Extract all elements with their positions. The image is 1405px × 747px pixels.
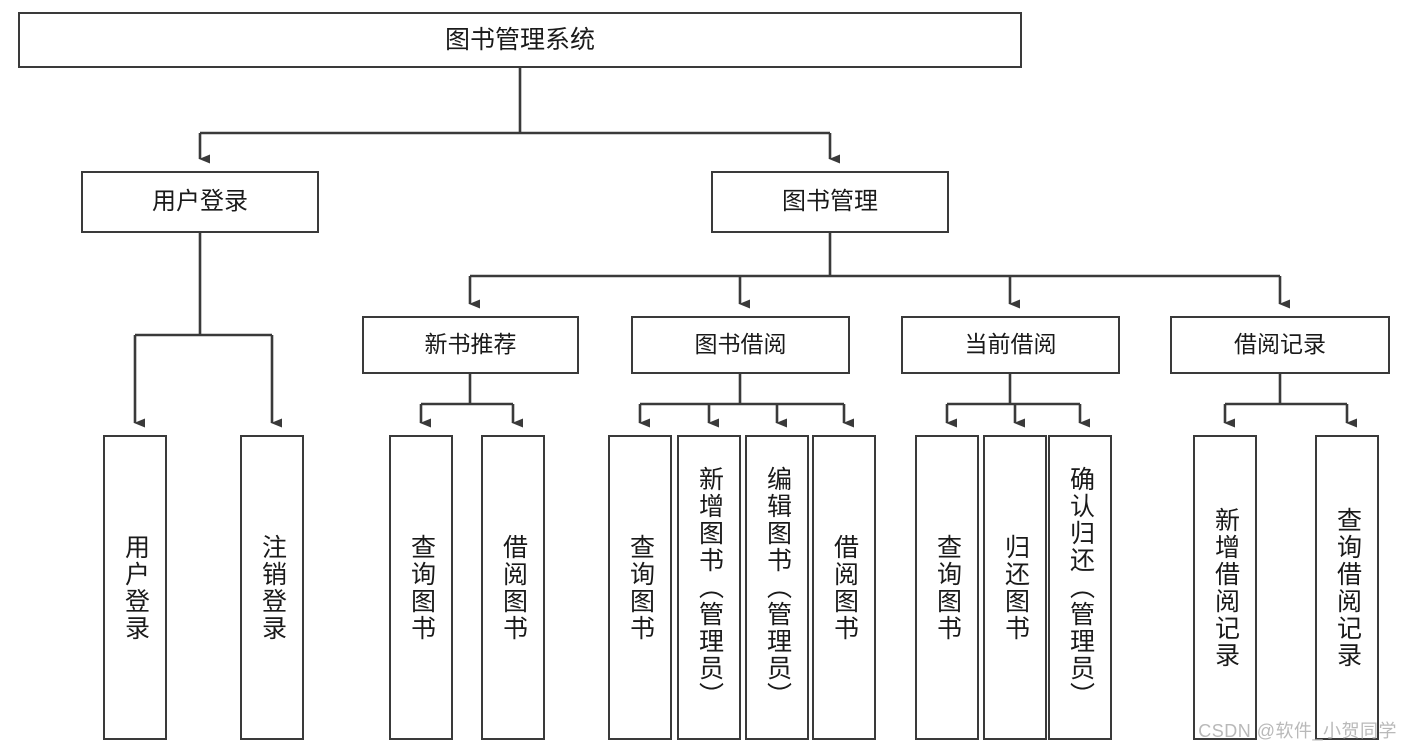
node-leaf-add-book-admin[interactable]: 新增图书（管理员） — [677, 435, 741, 740]
node-new-book-recommend-label: 新书推荐 — [424, 331, 517, 358]
node-leaf-query-book-2[interactable]: 查询图书 — [608, 435, 672, 740]
node-leaf-query-book-3[interactable]: 查询图书 — [915, 435, 979, 740]
node-leaf-borrow-book-1-label: 借阅图书 — [499, 533, 528, 642]
node-root[interactable]: 图书管理系统 — [18, 12, 1022, 68]
node-leaf-query-book-2-label: 查询图书 — [626, 533, 655, 642]
node-leaf-edit-book-admin[interactable]: 编辑图书（管理员） — [745, 435, 809, 740]
node-leaf-query-borrow-record-label: 查询借阅记录 — [1333, 506, 1362, 669]
node-current-borrow[interactable]: 当前借阅 — [901, 316, 1120, 374]
node-leaf-add-borrow-record[interactable]: 新增借阅记录 — [1193, 435, 1257, 740]
node-leaf-borrow-book-1[interactable]: 借阅图书 — [481, 435, 545, 740]
node-borrow-record[interactable]: 借阅记录 — [1170, 316, 1390, 374]
node-leaf-borrow-book-2-label: 借阅图书 — [830, 533, 859, 642]
node-leaf-user-login-label: 用户登录 — [121, 533, 150, 642]
node-leaf-add-borrow-record-label: 新增借阅记录 — [1211, 506, 1240, 669]
node-book-manage[interactable]: 图书管理 — [711, 171, 949, 233]
node-leaf-query-book-1-label: 查询图书 — [407, 533, 436, 642]
node-current-borrow-label: 当前借阅 — [964, 331, 1057, 358]
node-leaf-query-book-3-label: 查询图书 — [933, 533, 962, 642]
node-leaf-logout-login-label: 注销登录 — [258, 533, 287, 642]
node-root-label: 图书管理系统 — [444, 26, 595, 54]
node-leaf-edit-book-admin-label: 编辑图书（管理员） — [763, 466, 792, 709]
node-leaf-logout-login[interactable]: 注销登录 — [240, 435, 304, 740]
node-leaf-add-book-admin-label: 新增图书（管理员） — [695, 466, 724, 709]
node-new-book-recommend[interactable]: 新书推荐 — [362, 316, 579, 374]
node-leaf-query-book-1[interactable]: 查询图书 — [389, 435, 453, 740]
node-leaf-borrow-book-2[interactable]: 借阅图书 — [812, 435, 876, 740]
node-borrow-record-label: 借阅记录 — [1234, 331, 1326, 358]
node-user-login-label: 用户登录 — [152, 187, 248, 215]
node-leaf-user-login[interactable]: 用户登录 — [103, 435, 167, 740]
node-leaf-return-book-label: 归还图书 — [1001, 533, 1030, 642]
node-leaf-confirm-return-admin-label: 确认归还（管理员） — [1066, 466, 1095, 709]
node-book-manage-label: 图书管理 — [782, 187, 878, 215]
node-book-borrow[interactable]: 图书借阅 — [631, 316, 850, 374]
node-leaf-confirm-return-admin[interactable]: 确认归还（管理员） — [1048, 435, 1112, 740]
node-leaf-return-book[interactable]: 归还图书 — [983, 435, 1047, 740]
node-user-login[interactable]: 用户登录 — [81, 171, 319, 233]
node-book-borrow-label: 图书借阅 — [694, 331, 787, 358]
node-leaf-query-borrow-record[interactable]: 查询借阅记录 — [1315, 435, 1379, 740]
